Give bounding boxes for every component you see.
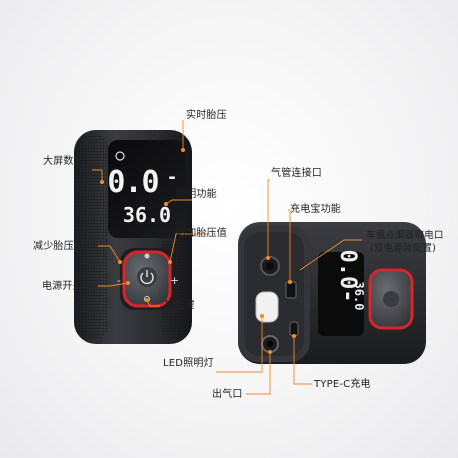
label-power-bank: 充电宝功能 <box>290 204 341 215</box>
label-decrease-pressure: 减少胎压值 <box>33 241 84 252</box>
front-screen <box>108 140 186 238</box>
led-light <box>255 291 279 323</box>
label-power-switch: 电源开关 <box>42 281 83 292</box>
plus-symbol: + <box>170 274 179 287</box>
typec-port <box>289 321 299 337</box>
label-dual-power: (双电源款配置) <box>370 243 437 254</box>
front-display-top: 0.0 <box>107 165 158 200</box>
side-display-top: 0.0- <box>335 250 360 303</box>
label-realtime-pressure: 实时胎压 <box>186 110 227 121</box>
usb-port <box>285 281 297 299</box>
label-typec: TYPE-C充电 <box>314 379 371 390</box>
svg-text:-: - <box>167 167 178 188</box>
label-lighting: 照明功能 <box>176 189 217 200</box>
leader-lines <box>92 120 362 395</box>
label-big-display: 大屏数显 <box>43 156 84 167</box>
label-increase-pressure: 增加胎压值 <box>176 228 227 239</box>
side-screen <box>318 252 364 336</box>
front-display-bottom: 36.0 <box>123 203 171 227</box>
label-car-lighter: 车载点烟器取电口 <box>366 230 444 241</box>
screen-bulb-icon <box>115 151 125 161</box>
minus-symbol: - <box>117 274 121 287</box>
label-function-key: 功能键 <box>164 300 195 311</box>
side-display-bottom: 36.0 <box>352 282 366 311</box>
label-led-light: LED照明灯 <box>163 358 214 369</box>
label-hose-port: 气管连接口 <box>271 168 322 179</box>
bulb-icon <box>144 253 150 259</box>
side-device: 0.0- 36.0 <box>238 222 426 364</box>
label-air-outlet: 出气口 <box>212 389 243 400</box>
